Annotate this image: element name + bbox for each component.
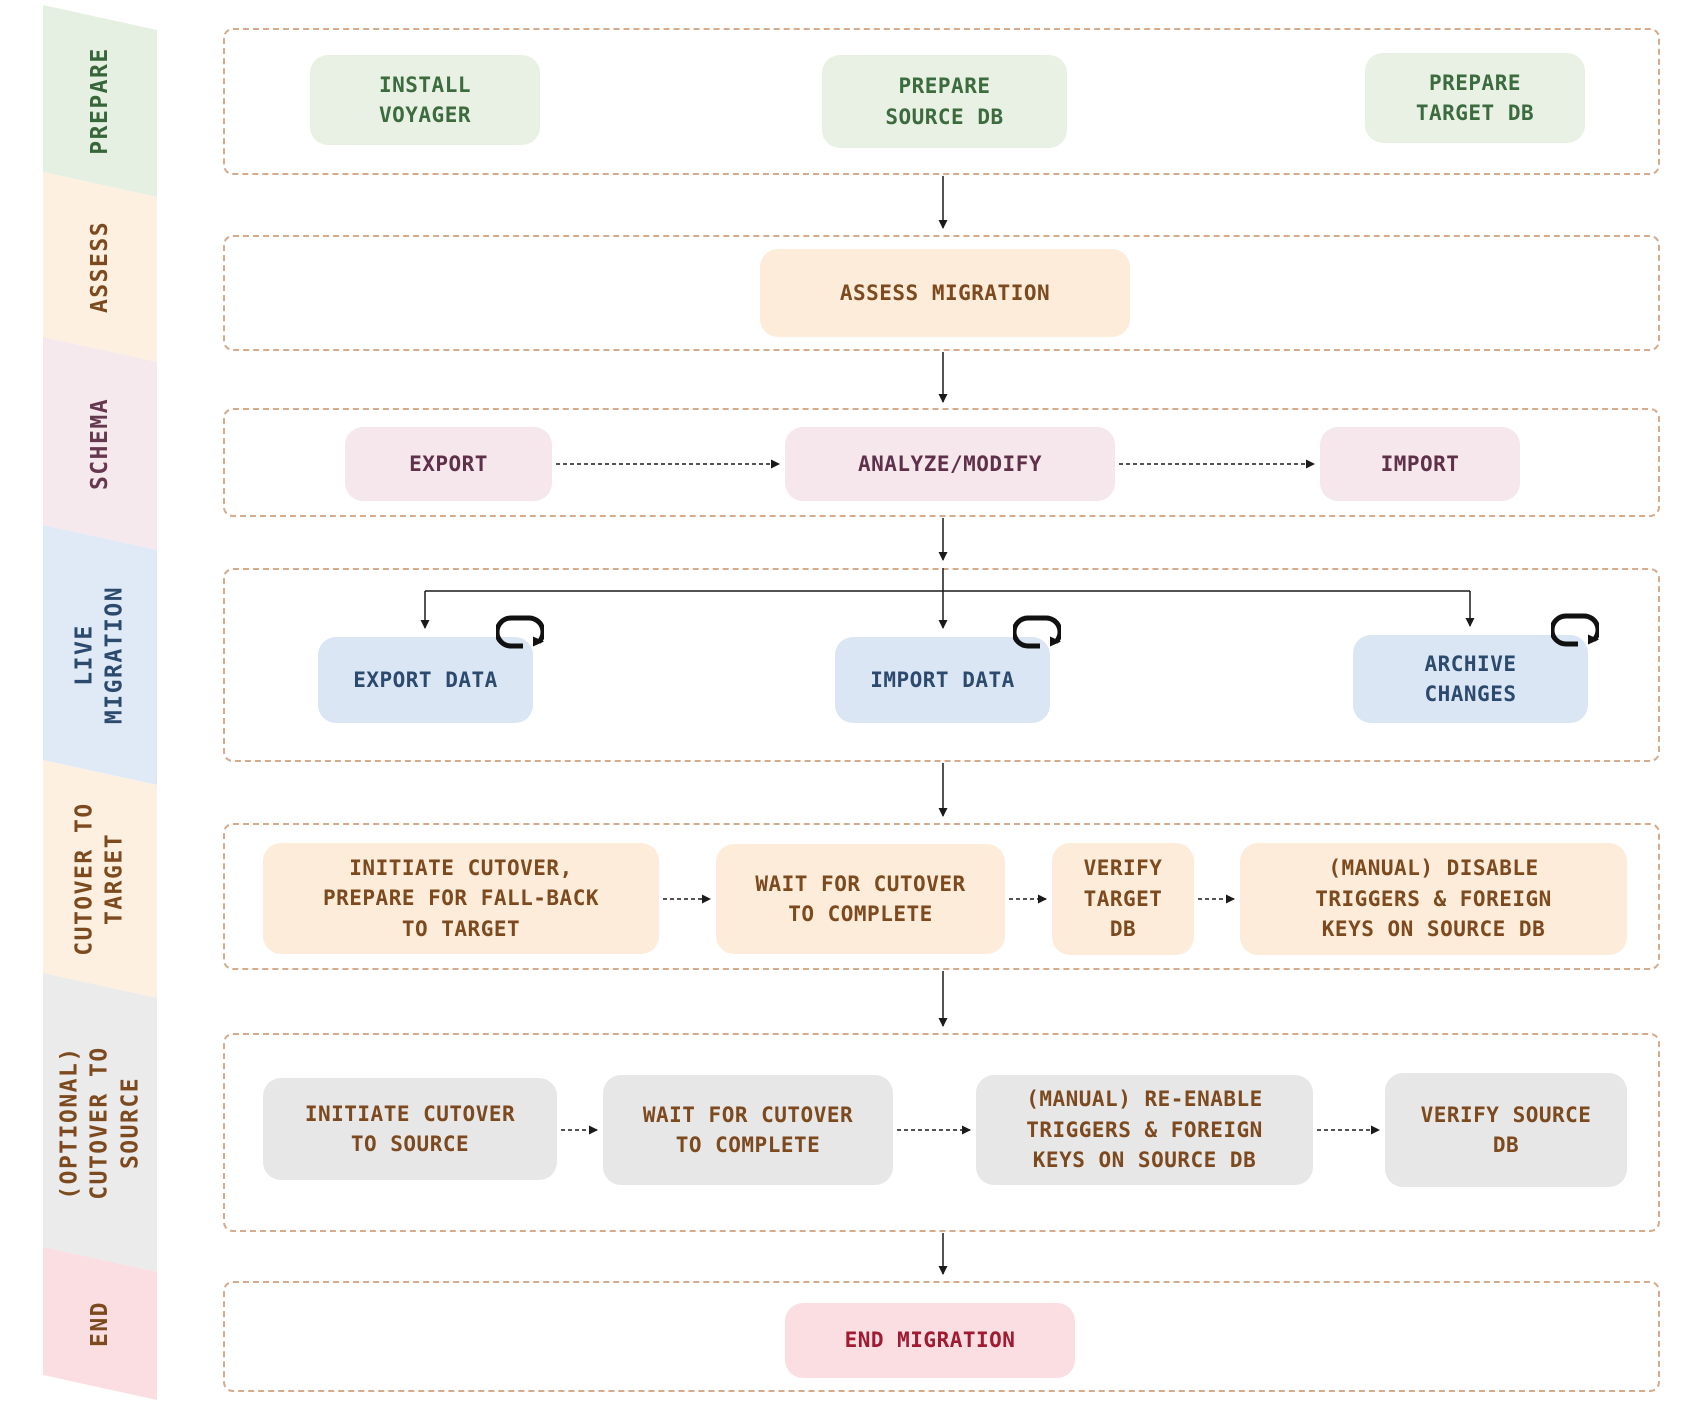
sidebar-segment-assess: ASSESS: [43, 172, 157, 362]
node-verify-target-db: VERIFY TARGET DB: [1052, 843, 1194, 955]
node-manual-reenable-triggers: (MANUAL) RE-ENABLE TRIGGERS & FOREIGN KE…: [976, 1075, 1313, 1185]
node-export-schema: EXPORT: [345, 427, 552, 501]
node-import-data: IMPORT DATA: [835, 637, 1050, 723]
phase-row-prepare: [223, 28, 1660, 175]
node-end-migration: END MIGRATION: [785, 1303, 1075, 1378]
loop-icon: [1013, 615, 1061, 649]
phase-row-schema: [223, 408, 1660, 517]
node-prepare-source-db-label: PREPARE SOURCE DB: [885, 74, 1004, 129]
phase-row-optional-cutover-to-source: [223, 1033, 1660, 1232]
phase-row-live-migration: [223, 568, 1660, 762]
node-wait-cutover-target-label: WAIT FOR CUTOVER TO COMPLETE: [755, 871, 966, 926]
node-initiate-cutover-target-label: INITIATE CUTOVER, PREPARE FOR FALL-BACK …: [322, 855, 599, 941]
sidebar-segment-prepare: PREPARE: [43, 5, 157, 197]
loop-icon: [1551, 613, 1599, 647]
node-manual-reenable-triggers-label: (MANUAL) RE-ENABLE TRIGGERS & FOREIGN KE…: [1026, 1087, 1263, 1173]
sidebar-segment-optional-cutover-to-source: (OPTIONAL) CUTOVER TO SOURCE: [43, 973, 157, 1272]
node-verify-source-db-label: VERIFY SOURCE DB: [1420, 1102, 1592, 1157]
node-analyze-modify: ANALYZE/MODIFY: [785, 427, 1115, 501]
node-manual-disable-triggers: (MANUAL) DISABLE TRIGGERS & FOREIGN KEYS…: [1240, 843, 1627, 955]
node-initiate-cutover-target: INITIATE CUTOVER, PREPARE FOR FALL-BACK …: [263, 843, 659, 954]
node-prepare-target-db-label: PREPARE TARGET DB: [1415, 70, 1535, 125]
node-wait-cutover-target: WAIT FOR CUTOVER TO COMPLETE: [716, 844, 1005, 954]
node-import-data-label: IMPORT DATA: [870, 667, 1015, 692]
node-install-voyager: INSTALL VOYAGER: [310, 55, 540, 145]
phase-row-end: [223, 1281, 1660, 1392]
node-prepare-target-db: PREPARE TARGET DB: [1365, 53, 1585, 143]
phase-row-assess: [223, 235, 1660, 351]
sidebar-segment-end: END: [43, 1247, 157, 1400]
node-verify-source-db: VERIFY SOURCE DB: [1385, 1073, 1627, 1187]
node-import-schema: IMPORT: [1320, 427, 1520, 501]
node-initiate-cutover-source: INITIATE CUTOVER TO SOURCE: [263, 1078, 557, 1180]
node-import-schema-label: IMPORT: [1380, 451, 1460, 476]
node-assess-migration: ASSESS MIGRATION: [760, 249, 1130, 337]
node-analyze-modify-label: ANALYZE/MODIFY: [857, 451, 1042, 476]
node-prepare-source-db: PREPARE SOURCE DB: [822, 55, 1067, 148]
node-install-voyager-label: INSTALL VOYAGER: [378, 72, 471, 127]
dotted-arrows: [556, 459, 1380, 1135]
flow-arrows: [420, 176, 1475, 1275]
node-export-data-label: EXPORT DATA: [353, 667, 498, 692]
node-assess-migration-label: ASSESS MIGRATION: [839, 280, 1051, 305]
node-export-schema-label: EXPORT: [409, 451, 488, 476]
node-archive-changes: ARCHIVE CHANGES: [1353, 635, 1588, 723]
loop-icon: [496, 615, 544, 649]
phase-row-cutover-to-target: [223, 823, 1660, 970]
sidebar-segment-schema: SCHEMA: [43, 337, 157, 550]
node-archive-changes-label: ARCHIVE CHANGES: [1424, 651, 1517, 706]
node-export-data: EXPORT DATA: [318, 637, 533, 723]
sidebar-segment-live-migration: LIVE MIGRATION: [43, 525, 157, 785]
node-wait-cutover-source-label: WAIT FOR CUTOVER TO COMPLETE: [642, 1102, 854, 1157]
node-verify-target-db-label: VERIFY TARGET DB: [1083, 856, 1163, 942]
sidebar-segment-cutover-to-target: CUTOVER TO TARGET: [43, 760, 157, 998]
node-end-migration-label: END MIGRATION: [844, 1328, 1016, 1353]
node-initiate-cutover-source-label: INITIATE CUTOVER TO SOURCE: [304, 1101, 516, 1156]
node-manual-disable-triggers-label: (MANUAL) DISABLE TRIGGERS & FOREIGN KEYS…: [1315, 856, 1552, 942]
node-wait-cutover-source: WAIT FOR CUTOVER TO COMPLETE: [603, 1075, 893, 1185]
